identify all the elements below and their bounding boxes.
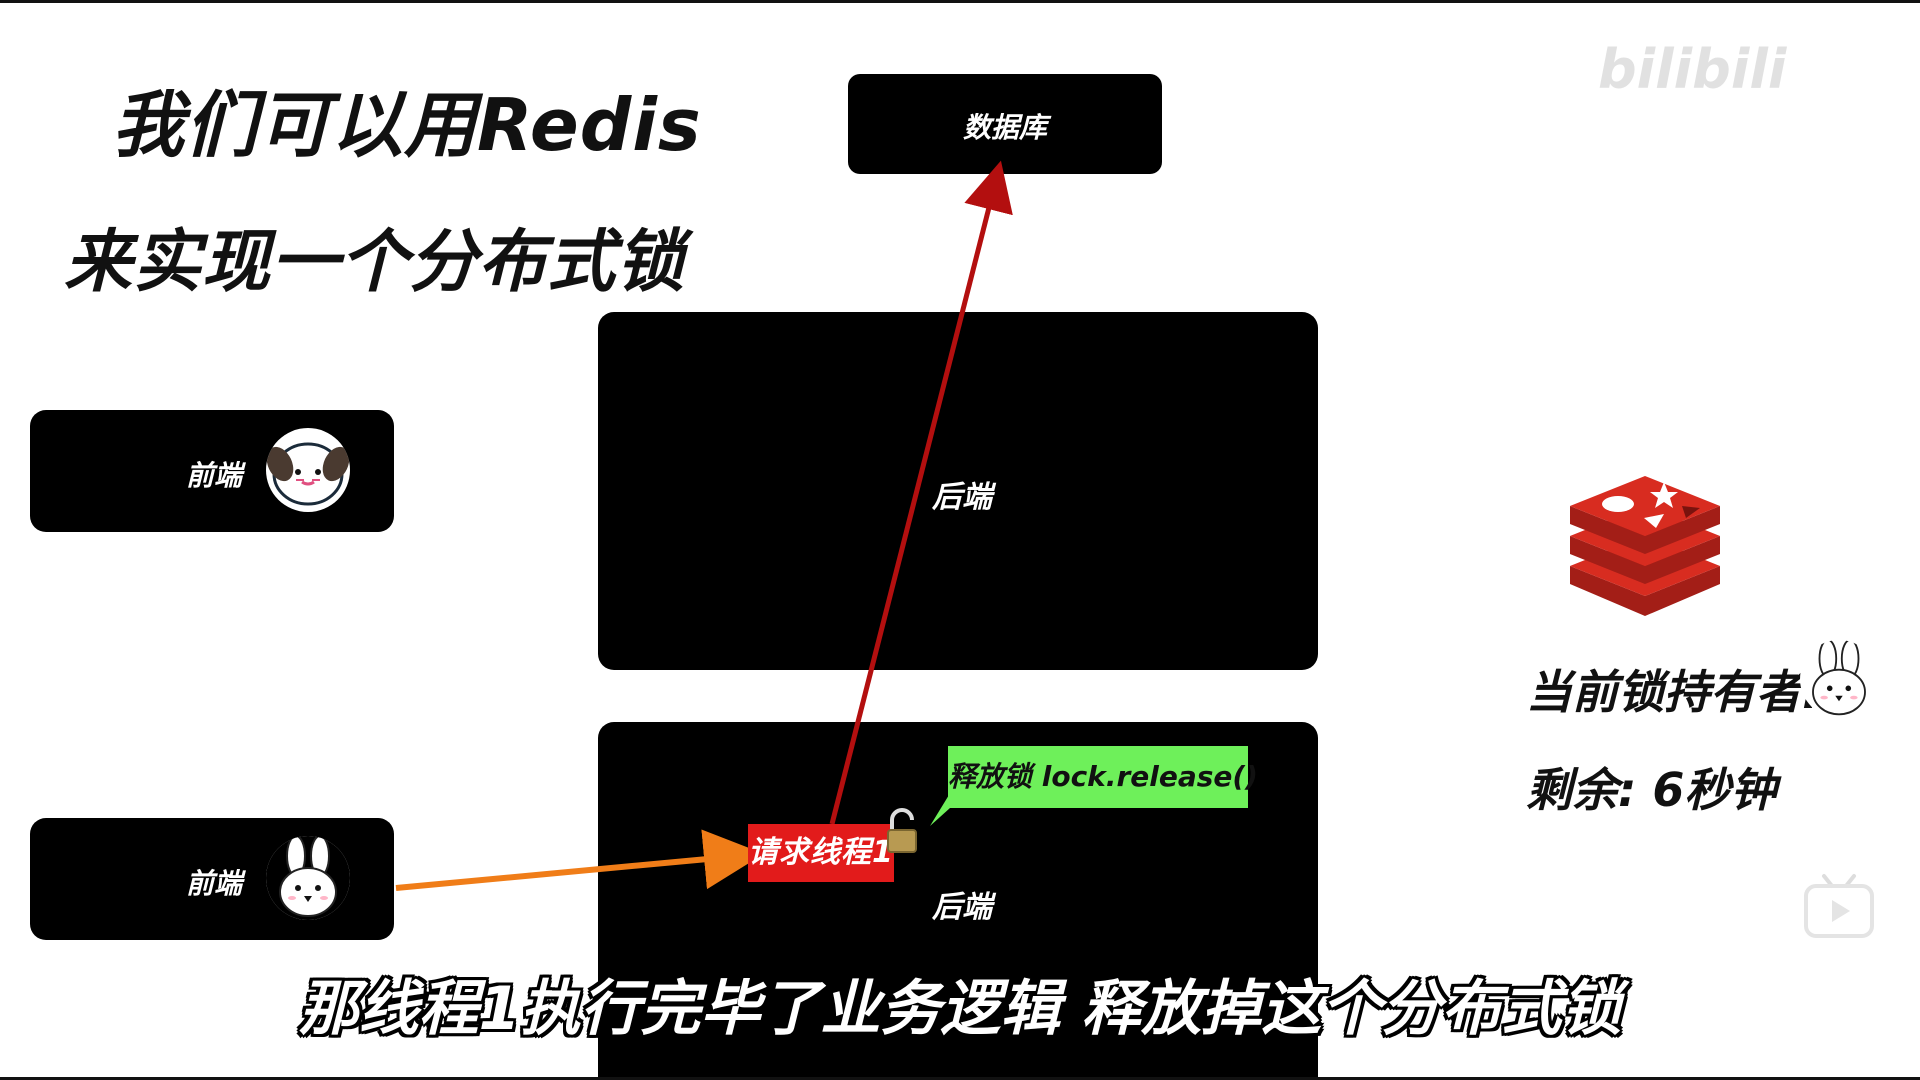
- title-line-2: 来实现一个分布式锁: [64, 223, 686, 302]
- dog-avatar-icon: [266, 428, 350, 512]
- rabbit-avatar-icon: [266, 836, 350, 920]
- open-lock-icon: [884, 808, 924, 856]
- remaining-time-label: 剩余: 6秒钟: [1526, 763, 1777, 817]
- database-label: 数据库: [962, 111, 1047, 144]
- backend-label-top: 后端: [932, 480, 992, 515]
- video-subtitle: 那线程1执行完毕了业务逻辑 释放掉这个分布式锁: [298, 974, 1622, 1044]
- bilibili-watermark: bilibili: [1598, 38, 1787, 101]
- frontend-label-1: 前端: [186, 459, 243, 492]
- request-thread-label: 请求线程1: [748, 824, 894, 882]
- backend-node-top: 后端: [598, 312, 1318, 670]
- bottom-border: [0, 1077, 1920, 1080]
- frontend-label-2: 前端: [186, 867, 243, 900]
- frontend-node-1: 前端: [30, 410, 394, 532]
- release-lock-bubble: 释放锁 lock.release(): [948, 746, 1258, 808]
- backend-label-bottom: 后端: [932, 890, 992, 925]
- top-border: [0, 0, 1920, 3]
- frontend-node-2: 前端: [30, 818, 394, 940]
- database-node: 数据库: [848, 74, 1162, 174]
- redis-logo-icon: [1560, 470, 1730, 620]
- title-line-1: 我们可以用Redis: [112, 83, 702, 167]
- play-icon[interactable]: [1802, 872, 1876, 940]
- rabbit-avatar-icon: [1800, 640, 1878, 718]
- lock-owner-label: 当前锁持有者:: [1526, 665, 1821, 719]
